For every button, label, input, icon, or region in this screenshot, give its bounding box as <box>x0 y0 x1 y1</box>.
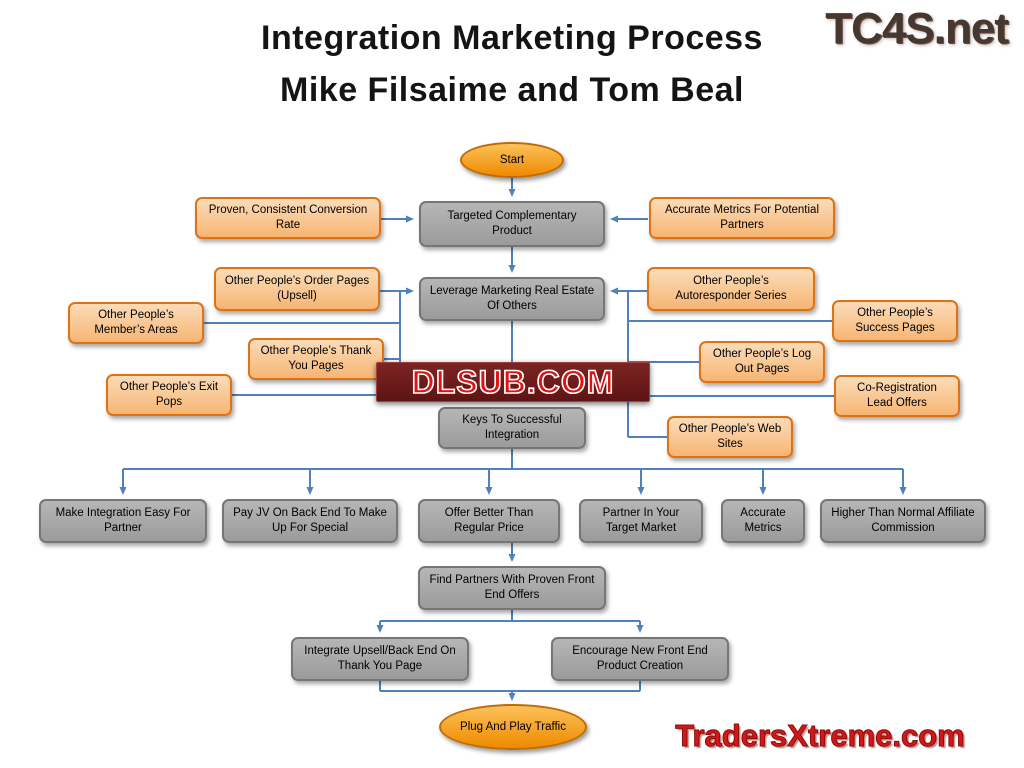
node-pay-jv-on-back-end: Pay JV On Back End To Make Up For Specia… <box>222 499 398 543</box>
node-keys-to-successful-integration: Keys To Successful Integration <box>438 407 586 449</box>
node-log-out-pages: Other People’s Log Out Pages <box>699 341 825 383</box>
node-web-sites: Other People’s Web Sites <box>667 416 793 458</box>
node-accurate-metrics-for-partners: Accurate Metrics For Potential Partners <box>649 197 835 239</box>
node-thank-you-pages: Other People’s Thank You Pages <box>248 338 384 380</box>
title-line-2: Mike Filsaime and Tom Beal <box>280 71 744 109</box>
node-encourage-new-front-end-product: Encourage New Front End Product Creation <box>551 637 729 681</box>
node-targeted-complementary-product: Targeted Complementary Product <box>419 201 605 247</box>
node-accurate-metrics: Accurate Metrics <box>721 499 805 543</box>
title-line-1: Integration Marketing Process <box>261 19 763 57</box>
node-offer-better-than-regular-price: Offer Better Than Regular Price <box>418 499 560 543</box>
node-success-pages: Other People’s Success Pages <box>832 300 958 342</box>
node-make-integration-easy: Make Integration Easy For Partner <box>39 499 207 543</box>
node-higher-affiliate-commission: Higher Than Normal Affiliate Commission <box>820 499 986 543</box>
watermark-tradersxtreme: TradersXtreme.com <box>675 718 965 754</box>
node-exit-pops: Other People’s Exit Pops <box>106 374 232 416</box>
watermark-dlsub: DLSUB.COM <box>376 362 650 402</box>
watermark-tc4s: TC4S.net <box>825 4 1009 53</box>
node-plug-and-play-traffic: Plug And Play Traffic <box>439 704 587 750</box>
node-partner-in-target-market: Partner In Your Target Market <box>579 499 703 543</box>
page-title: Integration Marketing Process Mike Filsa… <box>0 12 1024 116</box>
node-integrate-upsell-thank-you-page: Integrate Upsell/Back End On Thank You P… <box>291 637 469 681</box>
node-order-pages-upsell: Other People’s Order Pages (Upsell) <box>214 267 380 311</box>
node-leverage-marketing-real-estate: Leverage Marketing Real Estate Of Others <box>419 277 605 321</box>
node-find-partners-front-end-offers: Find Partners With Proven Front End Offe… <box>418 566 606 610</box>
node-members-areas: Other People’s Member’s Areas <box>68 302 204 344</box>
node-autoresponder-series: Other People’s Autoresponder Series <box>647 267 815 311</box>
node-proven-conversion-rate: Proven, Consistent Conversion Rate <box>195 197 381 239</box>
node-co-registration-lead-offers: Co-Registration Lead Offers <box>834 375 960 417</box>
node-start: Start <box>460 142 564 178</box>
